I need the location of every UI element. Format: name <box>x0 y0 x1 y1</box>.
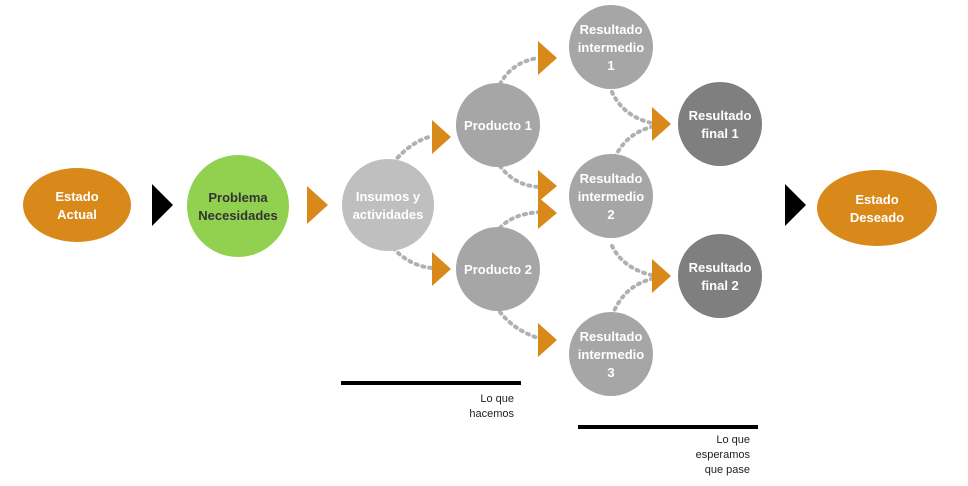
node-label-line: intermedio <box>578 347 645 362</box>
node-shape <box>569 5 653 89</box>
node-label-line: Insumos y <box>356 189 421 204</box>
arrow-to-intermedio-3 <box>538 323 557 357</box>
node-producto-2: Producto 2 <box>456 227 540 311</box>
caption-line: Lo que <box>716 434 750 446</box>
node-shape <box>569 312 653 396</box>
node-label-line: Producto 2 <box>464 262 532 277</box>
node-label-line: Producto 1 <box>464 118 532 133</box>
node-shape <box>456 227 540 311</box>
conn-producto-1-intermedio-1 <box>498 56 540 86</box>
node-resultado-intermedio-1: Resultado intermedio 1 <box>569 5 653 89</box>
node-shape <box>456 83 540 167</box>
node-label-line: Necesidades <box>198 208 278 223</box>
node-resultado-intermedio-2: Resultado intermedio 2 <box>569 154 653 238</box>
conn-producto-2-intermedio-2 <box>498 210 542 230</box>
node-label-line: Estado <box>55 189 98 204</box>
arrow-to-intermedio-2-top <box>538 170 557 202</box>
arrow-estado-actual <box>152 184 173 226</box>
arrow-to-final-1 <box>652 107 671 141</box>
node-shape <box>23 168 131 242</box>
captions: Lo que hacemos Lo que esperamos que pase <box>341 381 758 476</box>
node-label-line: Problema <box>208 190 268 205</box>
node-label-line: actividades <box>353 207 424 222</box>
node-label-line: Resultado <box>580 22 643 37</box>
node-label-line: intermedio <box>578 189 645 204</box>
node-label-line: final 2 <box>701 278 739 293</box>
node-label-line: Resultado <box>689 260 752 275</box>
caption-lo-que-hacemos: Lo que hacemos <box>341 381 521 420</box>
arrow-to-producto-2 <box>432 252 451 286</box>
node-shape <box>569 154 653 238</box>
conn-intermedio-3-final-2 <box>610 276 658 318</box>
node-shape <box>187 155 289 257</box>
conn-intermedio-2-final-2 <box>610 244 658 278</box>
conn-insumos-producto-2 <box>391 246 434 270</box>
node-resultado-final-2: Resultado final 2 <box>678 234 762 318</box>
arrow-problema <box>307 186 328 224</box>
caption-line: esperamos <box>696 449 751 461</box>
caption-line: Lo que <box>480 393 514 405</box>
node-shape <box>817 170 937 246</box>
conn-producto-1-intermedio-2 <box>498 164 542 189</box>
arrow-to-producto-1 <box>432 120 451 154</box>
node-label-line: final 1 <box>701 126 739 141</box>
node-resultado-intermedio-3: Resultado intermedio 3 <box>569 312 653 396</box>
node-label-line: Resultado <box>580 329 643 344</box>
node-producto-1: Producto 1 <box>456 83 540 167</box>
conn-intermedio-1-final-1 <box>610 90 658 126</box>
node-label-line: Resultado <box>689 108 752 123</box>
node-shape <box>342 159 434 251</box>
node-shape <box>678 234 762 318</box>
node-label-line: Resultado <box>580 171 643 186</box>
node-label-line: Actual <box>57 207 97 222</box>
node-label-line: 2 <box>607 207 614 222</box>
arrow-estado-deseado <box>785 184 806 226</box>
caption-lo-que-esperamos: Lo que esperamos que pase <box>578 425 758 476</box>
conn-insumos-producto-1 <box>391 134 434 165</box>
node-label-line: intermedio <box>578 40 645 55</box>
node-label-line: Estado <box>855 192 898 207</box>
node-insumos: Insumos y actividades <box>342 159 434 251</box>
caption-line: hacemos <box>469 408 514 420</box>
node-label-line: 1 <box>607 58 614 73</box>
node-resultado-final-1: Resultado final 1 <box>678 82 762 166</box>
arrow-to-intermedio-2-bottom <box>538 197 557 229</box>
caption-line: que pase <box>705 464 750 476</box>
flow-arrows <box>152 41 806 357</box>
node-label-line: Deseado <box>850 210 904 225</box>
node-label-line: 3 <box>607 365 614 380</box>
node-shape <box>678 82 762 166</box>
arrow-to-final-2 <box>652 259 671 293</box>
conn-producto-2-intermedio-3 <box>498 310 540 340</box>
arrow-to-intermedio-1 <box>538 41 557 75</box>
